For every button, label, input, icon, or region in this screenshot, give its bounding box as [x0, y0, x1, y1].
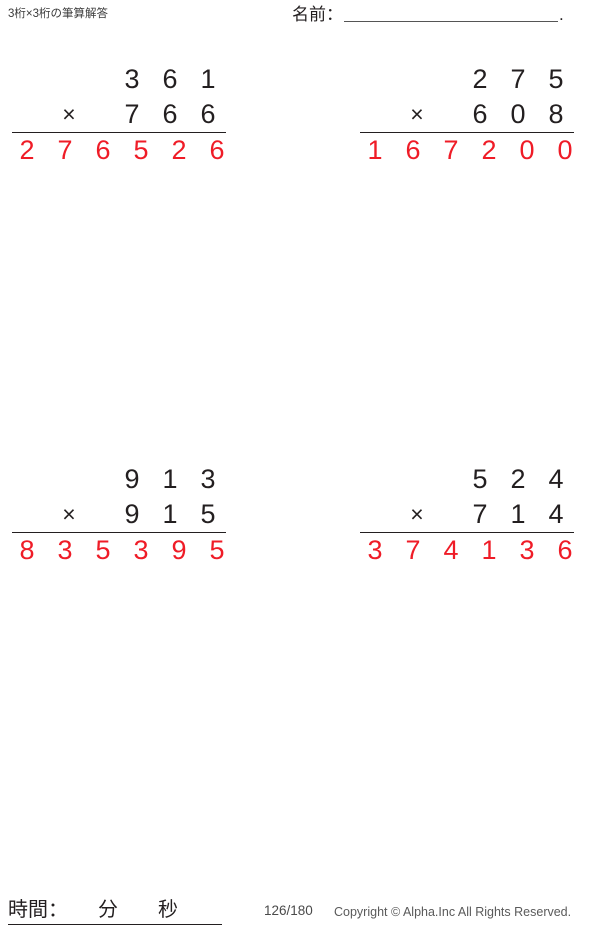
multiplier-digit-ones: 4 [548, 499, 564, 529]
name-field: 名前： . [292, 5, 564, 25]
multiplier-digit-ones: 5 [200, 499, 216, 529]
problem-4: 5 2 4 × 7 1 4 3 7 4 1 3 6 [354, 462, 582, 567]
answer-digit-1: 1 [367, 135, 383, 165]
answer-digit-1: 8 [19, 535, 35, 565]
answer-digit-3: 7 [443, 135, 459, 165]
multiplicand-digit-hundreds: 5 [472, 464, 488, 494]
answer-digit-4: 5 [133, 135, 149, 165]
multiplier-digit-tens: 1 [162, 499, 178, 529]
multiplicand-digit-ones: 4 [548, 464, 564, 494]
answer-row: 1 6 7 2 0 0 [354, 134, 582, 167]
answer-digit-4: 1 [481, 535, 497, 565]
page-number: 126/180 [264, 903, 313, 918]
multiplier-digit-ones: 6 [200, 99, 216, 129]
answer-digit-4: 2 [481, 135, 497, 165]
multiplicand-row: 3 6 1 [6, 62, 234, 97]
multiplier-digit-ones: 8 [548, 99, 564, 129]
page-header: 3桁×3桁の筆算解答 名前： . [0, 0, 600, 42]
answer-digit-3: 5 [95, 535, 111, 565]
answer-digit-5: 3 [519, 535, 535, 565]
answer-digit-4: 3 [133, 535, 149, 565]
multiplier-row: × 9 1 5 [6, 497, 234, 532]
answer-digit-2: 3 [57, 535, 73, 565]
name-field-trailing-dot: . [559, 5, 564, 24]
problem-3: 9 1 3 × 9 1 5 8 3 5 3 9 5 [6, 462, 234, 567]
multiplier-digit-hundreds: 9 [124, 499, 140, 529]
problem-1: 3 6 1 × 7 6 6 2 7 6 5 2 6 [6, 62, 234, 167]
multiplicand-digit-ones: 1 [200, 64, 216, 94]
multiplicand-digit-tens: 7 [510, 64, 526, 94]
answer-digit-2: 6 [405, 135, 421, 165]
answer-rule [12, 132, 226, 133]
name-field-label: 名前： [292, 5, 343, 24]
multiplier-digit-hundreds: 7 [472, 499, 488, 529]
answer-row: 8 3 5 3 9 5 [6, 534, 234, 567]
multiplicand-digit-tens: 1 [162, 464, 178, 494]
multiplicand-digit-tens: 6 [162, 64, 178, 94]
multiplier-digit-tens: 1 [510, 499, 526, 529]
page-footer: 時間： 分 秒 126/180 Copyright © Alpha.Inc Al… [0, 892, 600, 938]
multiplicand-row: 5 2 4 [354, 462, 582, 497]
multiplicand-row: 9 1 3 [6, 462, 234, 497]
page-title: 3桁×3桁の筆算解答 [8, 8, 109, 20]
answer-digit-5: 9 [171, 535, 187, 565]
answer-digit-3: 4 [443, 535, 459, 565]
multiplicand-digit-ones: 5 [548, 64, 564, 94]
multiplicand-row: 2 7 5 [354, 62, 582, 97]
answer-digit-6: 6 [557, 535, 573, 565]
answer-row: 3 7 4 1 3 6 [354, 534, 582, 567]
name-input-rule[interactable] [344, 21, 558, 22]
multiplicand-digit-ones: 3 [200, 464, 216, 494]
multiplicand-digit-hundreds: 9 [124, 464, 140, 494]
multiplier-digit-hundreds: 6 [472, 99, 488, 129]
problem-2: 2 7 5 × 6 0 8 1 6 7 2 0 0 [354, 62, 582, 167]
multiplier-row: × 7 6 6 [6, 97, 234, 132]
multiply-operator-icon: × [410, 501, 424, 527]
multiplier-row: × 7 1 4 [354, 497, 582, 532]
answer-rule [360, 532, 574, 533]
answer-digit-2: 7 [405, 535, 421, 565]
multiply-operator-icon: × [62, 501, 76, 527]
answer-digit-1: 2 [19, 135, 35, 165]
answer-row: 2 7 6 5 2 6 [6, 134, 234, 167]
multiplicand-digit-tens: 2 [510, 464, 526, 494]
answer-digit-5: 2 [171, 135, 187, 165]
answer-digit-1: 3 [367, 535, 383, 565]
multiplier-digit-tens: 6 [162, 99, 178, 129]
multiply-operator-icon: × [410, 101, 424, 127]
answer-digit-6: 5 [209, 535, 225, 565]
answer-rule [360, 132, 574, 133]
answer-digit-5: 0 [519, 135, 535, 165]
time-field[interactable]: 時間： 分 秒 [8, 896, 222, 925]
multiplicand-digit-hundreds: 3 [124, 64, 140, 94]
answer-digit-6: 0 [557, 135, 573, 165]
multiplier-row: × 6 0 8 [354, 97, 582, 132]
multiplier-digit-hundreds: 7 [124, 99, 140, 129]
multiplicand-digit-hundreds: 2 [472, 64, 488, 94]
multiply-operator-icon: × [62, 101, 76, 127]
answer-rule [12, 532, 226, 533]
multiplier-digit-tens: 0 [510, 99, 526, 129]
copyright-notice: Copyright © Alpha.Inc All Rights Reserve… [334, 905, 572, 919]
answer-digit-6: 6 [209, 135, 225, 165]
answer-digit-2: 7 [57, 135, 73, 165]
answer-digit-3: 6 [95, 135, 111, 165]
